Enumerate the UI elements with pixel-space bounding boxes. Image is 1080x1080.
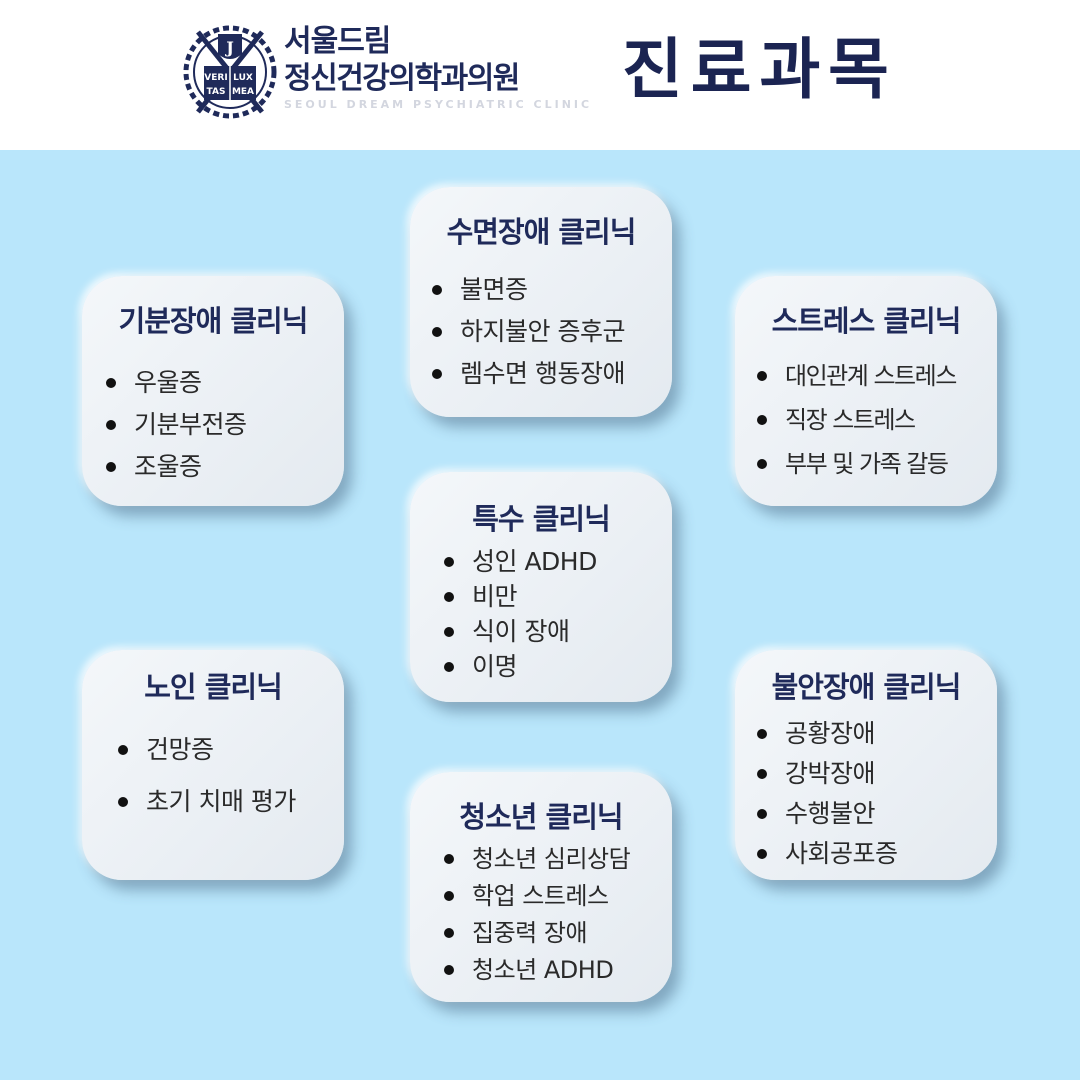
bullet-icon — [757, 415, 767, 425]
bullet-icon — [444, 964, 454, 975]
list-item: 사회공포증 — [757, 834, 997, 874]
card-mood-clinic: 기분장애 클리닉 우울증 기분부전증 조울증 — [82, 276, 344, 506]
bullet-icon — [444, 556, 454, 567]
list-item: 건망증 — [118, 724, 344, 776]
list-item: 불면증 — [432, 269, 672, 311]
bullet-icon — [757, 809, 767, 819]
clinic-name-english: SEOUL DREAM PSYCHIATRIC CLINIC — [284, 98, 593, 111]
bullet-icon — [118, 797, 128, 807]
card-title: 불안장애 클리닉 — [771, 670, 962, 704]
logo-text-1: VERI — [204, 73, 227, 83]
list-item: 부부 및 가족 갈등 — [757, 442, 997, 486]
list-item: 하지불안 증후군 — [432, 311, 672, 353]
bullet-icon — [757, 849, 767, 859]
list-item: 성인 ADHD — [444, 544, 672, 579]
card-title: 스트레스 클리닉 — [771, 304, 962, 338]
list-item: 우울증 — [106, 362, 344, 404]
logo-text-4: MEA — [232, 87, 254, 97]
card-youth-clinic: 청소년 클리닉 청소년 심리상담 학업 스트레스 집중력 장애 청소년 ADHD — [410, 772, 672, 1002]
list-item: 초기 치매 평가 — [118, 776, 344, 828]
list-item: 강박장애 — [757, 754, 997, 794]
clinic-logo: J VERI LUX TAS MEA — [178, 20, 282, 124]
card-title: 수면장애 클리닉 — [446, 215, 637, 249]
bullet-icon — [106, 378, 116, 388]
list-item: 수행불안 — [757, 794, 997, 834]
clinic-name-line1: 서울드림 — [284, 24, 391, 59]
svg-text:J: J — [224, 38, 234, 57]
card-special-clinic: 특수 클리닉 성인 ADHD 비만 식이 장애 이명 — [410, 472, 672, 702]
list-item: 직장 스트레스 — [757, 398, 997, 442]
bullet-icon — [757, 729, 767, 739]
card-title: 노인 클리닉 — [144, 670, 283, 704]
bullet-icon — [757, 769, 767, 779]
card-title: 청소년 클리닉 — [459, 800, 623, 834]
list-item: 이명 — [444, 649, 672, 684]
card-elderly-clinic: 노인 클리닉 건망증 초기 치매 평가 — [82, 650, 344, 880]
list-item: 청소년 ADHD — [444, 951, 672, 988]
bullet-icon — [444, 853, 454, 864]
bullet-icon — [444, 591, 454, 602]
logo-text-2: LUX — [233, 73, 253, 83]
logo-text-3: TAS — [207, 87, 226, 97]
list-item: 집중력 장애 — [444, 914, 672, 951]
card-title: 특수 클리닉 — [472, 502, 611, 536]
bullet-icon — [444, 927, 454, 938]
bullet-icon — [432, 285, 442, 295]
list-item: 조울증 — [106, 446, 344, 488]
card-stress-clinic: 스트레스 클리닉 대인관계 스트레스 직장 스트레스 부부 및 가족 갈등 — [735, 276, 997, 506]
bullet-icon — [118, 745, 128, 755]
bullet-icon — [757, 371, 767, 381]
list-item: 대인관계 스트레스 — [757, 354, 997, 398]
page-title: 진료과목 — [622, 31, 897, 108]
card-title: 기분장애 클리닉 — [118, 304, 309, 338]
card-sleep-clinic: 수면장애 클리닉 불면증 하지불안 증후군 렘수면 행동장애 — [410, 187, 672, 417]
list-item: 식이 장애 — [444, 614, 672, 649]
bullet-icon — [444, 890, 454, 901]
card-anxiety-clinic: 불안장애 클리닉 공황장애 강박장애 수행불안 사회공포증 — [735, 650, 997, 880]
bullet-icon — [444, 661, 454, 672]
list-item: 렘수면 행동장애 — [432, 353, 672, 395]
bullet-icon — [757, 459, 767, 469]
list-item: 비만 — [444, 579, 672, 614]
list-item: 기분부전증 — [106, 404, 344, 446]
clinic-name-line2: 정신건강의학과의원 — [284, 61, 520, 96]
list-item: 학업 스트레스 — [444, 877, 672, 914]
list-item: 청소년 심리상담 — [444, 840, 672, 877]
bullet-icon — [432, 369, 442, 379]
bullet-icon — [106, 420, 116, 430]
list-item: 공황장애 — [757, 714, 997, 754]
bullet-icon — [106, 462, 116, 472]
clinic-name: 서울드림 정신건강의학과의원 SEOUL DREAM PSYCHIATRIC C… — [284, 24, 614, 111]
header: J VERI LUX TAS MEA 서울드림 정신건강의학과의원 SEOUL … — [0, 0, 1080, 150]
bullet-icon — [444, 626, 454, 637]
bullet-icon — [432, 327, 442, 337]
